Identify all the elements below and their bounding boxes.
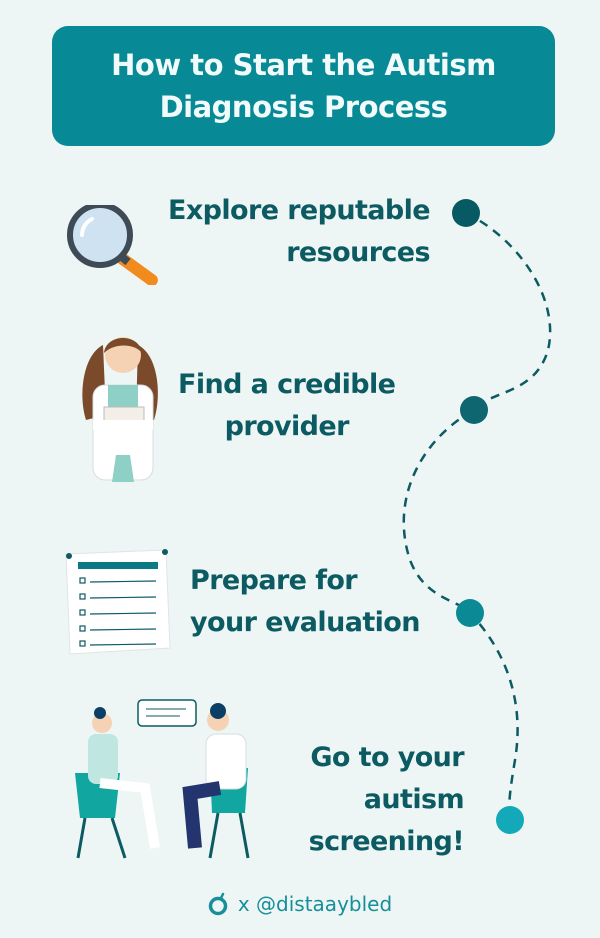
step-4-line-2: autism — [363, 784, 465, 815]
step-3-line-2: your evaluation — [190, 607, 420, 638]
doctor-icon — [82, 337, 158, 482]
step-2-line-2: provider — [224, 411, 350, 442]
consultation-icon — [75, 699, 250, 859]
brand-logo-icon — [208, 892, 228, 916]
footer: x @distaaybled — [0, 892, 600, 916]
footer-credit: x @distaaybled — [237, 892, 393, 916]
step-dot-1 — [452, 199, 480, 227]
title-banner: How to Start the Autism Diagnosis Proces… — [52, 26, 555, 146]
step-1-line-1: Explore reputable — [167, 195, 431, 226]
step-dot-4 — [496, 806, 524, 834]
step-1-text: Explore reputable resources — [167, 190, 431, 274]
magnifying-glass-icon — [67, 205, 158, 285]
step-3-line-1: Prepare for — [190, 565, 358, 596]
step-3-text: Prepare for your evaluation — [190, 560, 420, 644]
page-title: How to Start the Autism Diagnosis Proces… — [111, 44, 496, 128]
step-2-text: Find a credible provider — [178, 364, 396, 448]
title-line-1: How to Start the Autism — [111, 48, 496, 82]
dashed-connector — [402, 211, 552, 821]
checklist-icon — [65, 549, 171, 655]
title-line-2: Diagnosis Process — [159, 90, 448, 124]
step-4-line-3: screening! — [308, 826, 465, 857]
step-2-line-1: Find a credible — [178, 369, 396, 400]
step-4-text: Go to your autism screening! — [308, 737, 465, 863]
step-4-line-1: Go to your — [310, 742, 464, 773]
step-dot-2 — [460, 396, 488, 424]
step-dot-3 — [456, 599, 484, 627]
step-1-line-2: resources — [286, 237, 430, 268]
